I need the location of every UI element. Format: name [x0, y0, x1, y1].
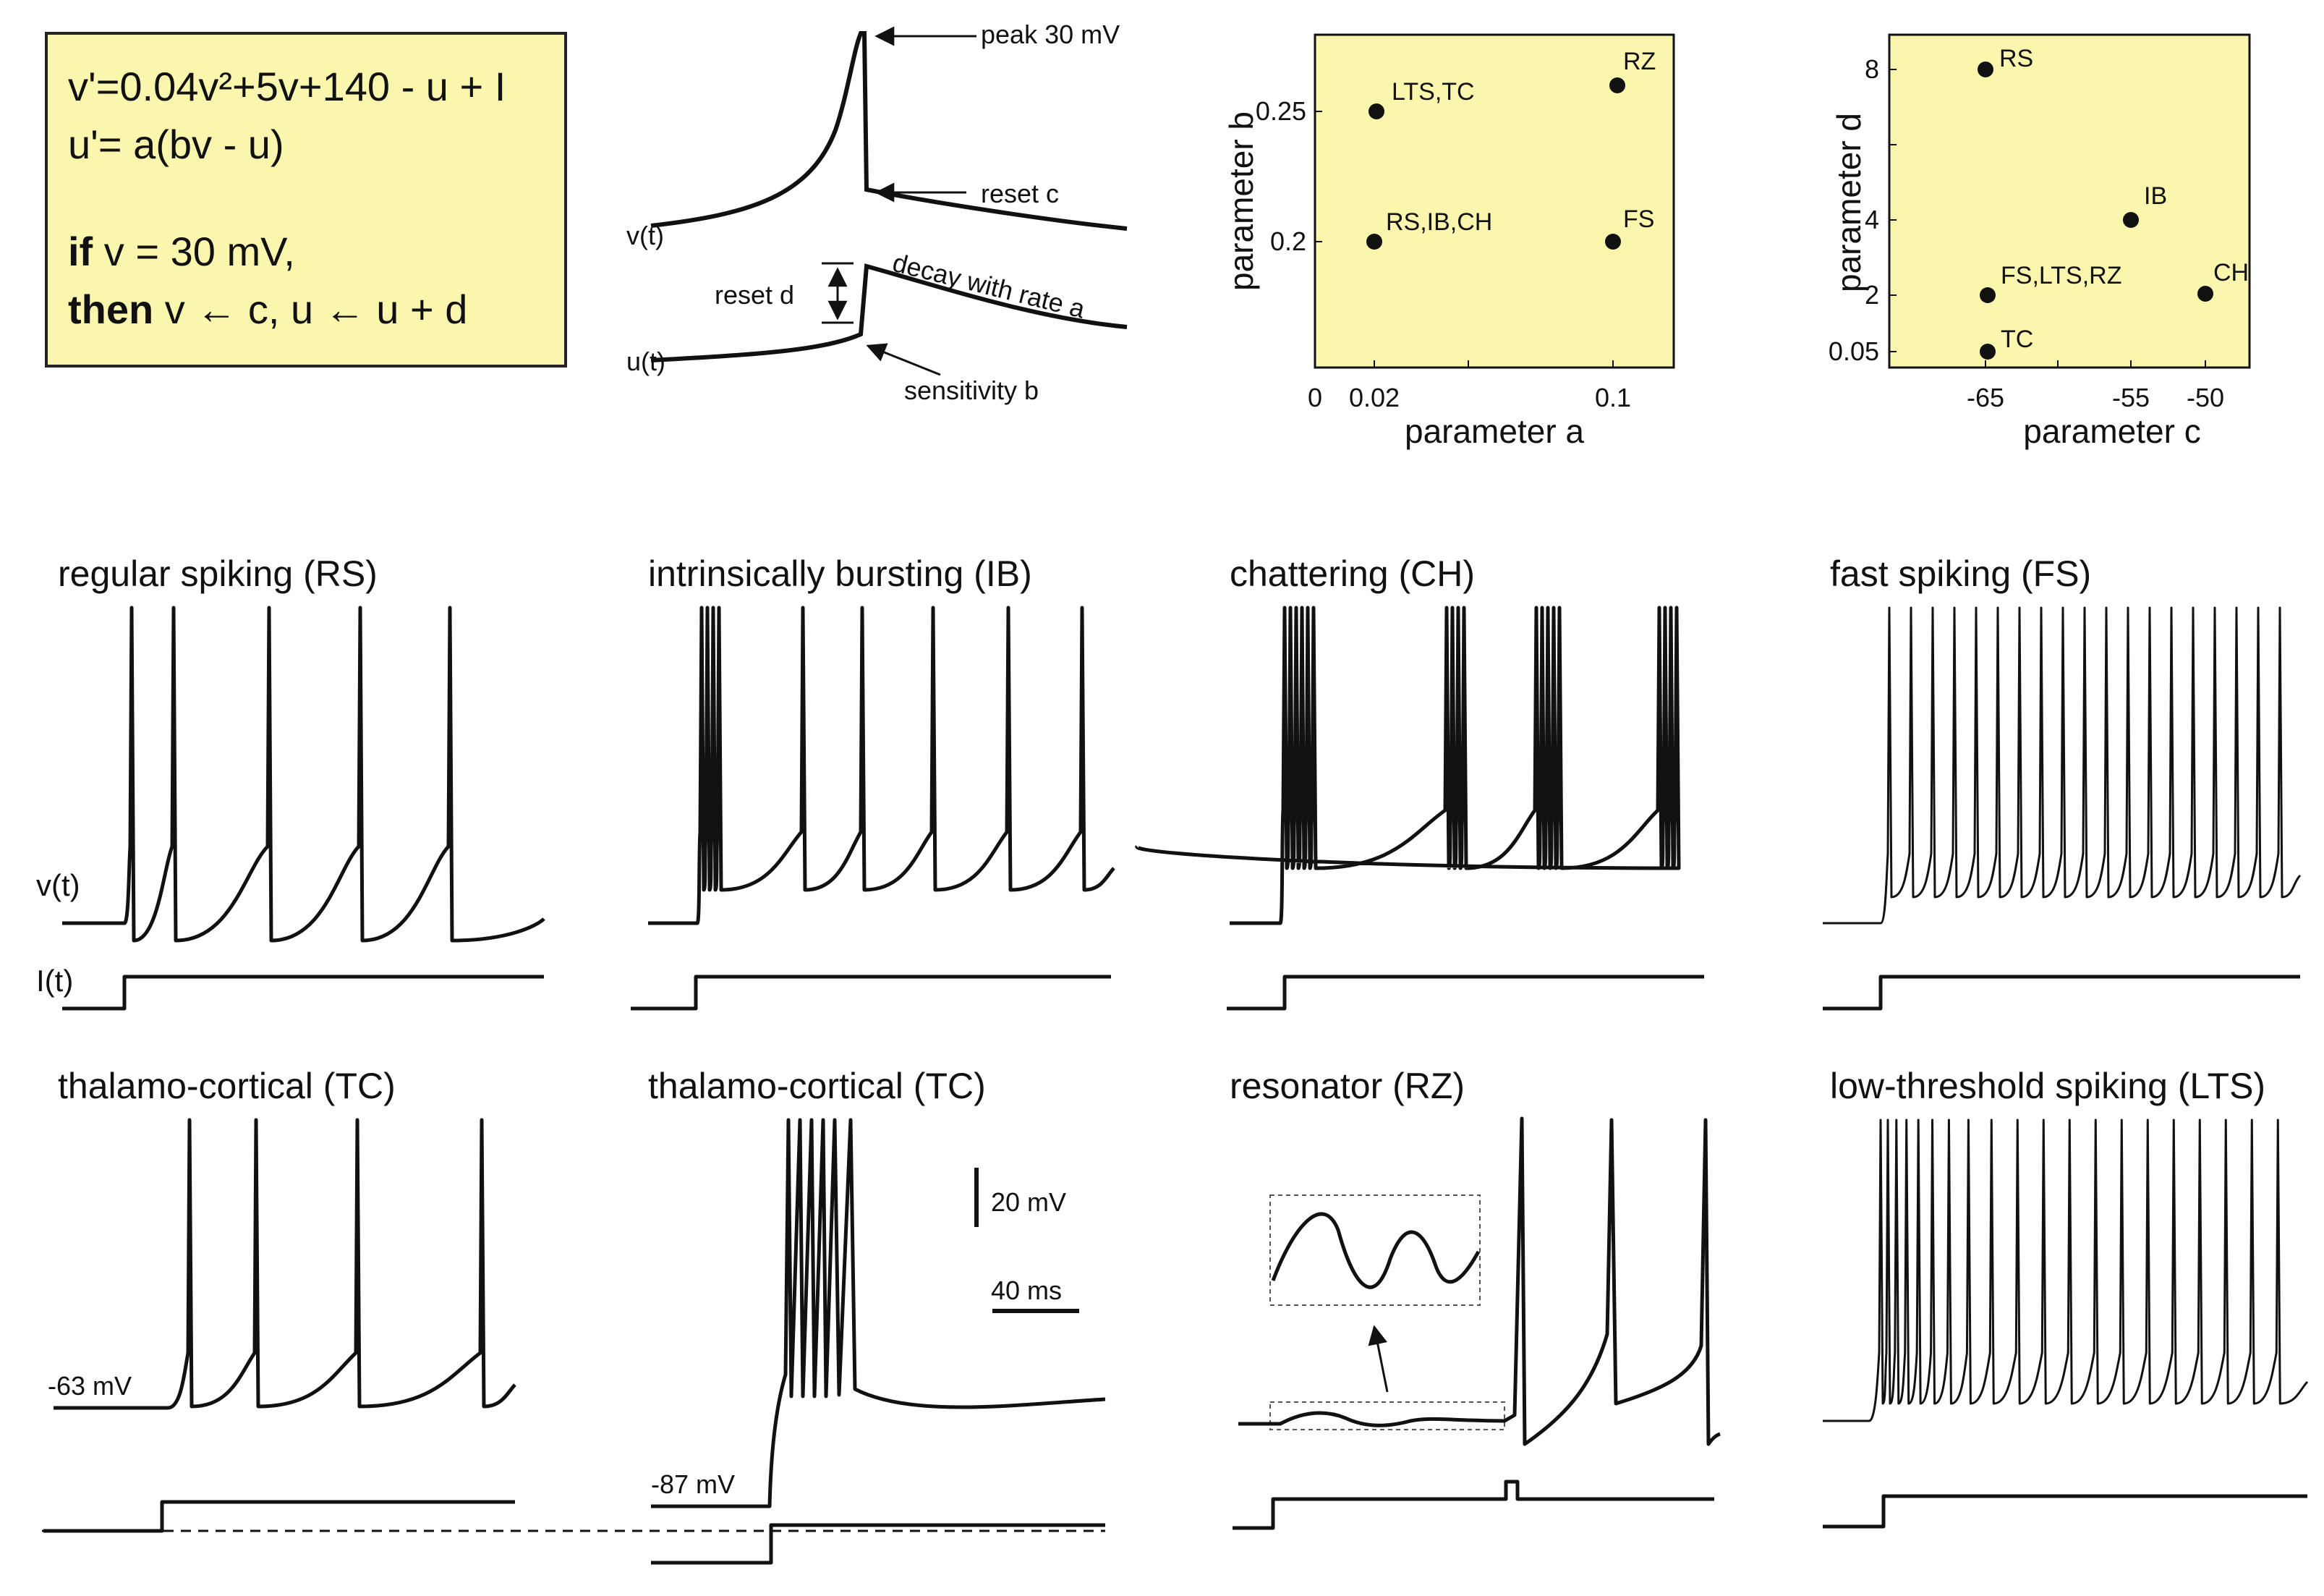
schematic-v-trace — [650, 31, 1128, 231]
equation-u: u'= a(bv - u) — [68, 122, 284, 167]
equation-v: v'=0.04v²+5v+140 - u + I — [68, 64, 506, 109]
chart-c-d-ytick-3: 8 — [1865, 54, 1879, 84]
chart-a-b-xtick-0: 0 — [1308, 383, 1322, 412]
chart-a-b-point-lts-tc — [1369, 103, 1384, 119]
chart-a-b-point-fs — [1605, 234, 1621, 250]
chart-c-d-xlabel: parameter c — [2023, 412, 2200, 450]
panel-title-ib: intrinsically bursting (IB) — [648, 553, 1032, 594]
panel-title-tc-1: thalamo-cortical (TC) — [58, 1066, 396, 1106]
trace-ib-i — [631, 975, 1111, 1011]
chart-c-d-label-ib: IB — [2144, 182, 2167, 210]
schematic-u-label: u(t) — [626, 347, 665, 376]
trace-fs-i — [1823, 975, 2300, 1011]
chart-c-d-xtick-1: -55 — [2112, 383, 2150, 412]
resonator-inset-trace — [1271, 1212, 1481, 1289]
resonator-inset-box — [1269, 1194, 1481, 1306]
trace-rz-v — [1238, 1116, 1721, 1446]
chart-c-d-ytick-2: 4 — [1865, 205, 1879, 234]
label-63mv: -63 mV — [48, 1371, 132, 1401]
trace-ib-v — [648, 606, 1115, 925]
chart-a-b-label-rs-ib-ch: RS,IB,CH — [1386, 208, 1492, 236]
voltage-traces — [43, 606, 2309, 1565]
it-label: I(t) — [36, 964, 73, 998]
chart-c-d-point-ch — [2197, 286, 2213, 302]
trace-tc2-i — [651, 1523, 1105, 1565]
reset-rule-text: v ← c, u ← u + d — [153, 286, 468, 332]
chart-c-d-ytick-1: 2 — [1865, 280, 1879, 310]
trace-rs-i — [62, 975, 544, 1011]
trace-rz-i — [1233, 1480, 1714, 1530]
chart-c-d-point-ib — [2123, 212, 2139, 228]
panel-title-lts: low-threshold spiking (LTS) — [1830, 1066, 2265, 1106]
trace-tc2-v — [651, 1118, 1106, 1508]
chart-a-b-xtick-1: 0.02 — [1349, 383, 1400, 412]
chart-a-b-point-rs-ib-ch — [1366, 234, 1382, 250]
resonator-zoom-region — [1269, 1401, 1505, 1430]
panel-title-rz: resonator (RZ) — [1230, 1066, 1465, 1106]
reset-d-label: reset d — [715, 280, 794, 310]
chart-a-b: 0 0.02 0.1 0.2 0.25 parameter a paramete… — [1222, 33, 1675, 450]
chart-c-d-point-tc — [1980, 344, 1996, 360]
chart-a-b-label-lts-tc: LTS,TC — [1392, 78, 1475, 106]
decay-label: decay with rate a — [890, 247, 1089, 324]
chart-c-d: -65 -55 -50 0.05 2 4 8 parameter c param… — [1829, 33, 2251, 450]
vt-label: v(t) — [36, 868, 80, 902]
chart-a-b-xlabel: parameter a — [1405, 412, 1584, 450]
chart-c-d-ylabel: parameter d — [1830, 113, 1868, 292]
trace-lts-v — [1823, 1119, 2309, 1422]
chart-c-d-xtick-0: -65 — [1967, 383, 2004, 412]
reset-c-label: reset c — [981, 179, 1059, 208]
chart-a-b-ytick-1: 0.25 — [1256, 96, 1306, 126]
chart-a-b-ylabel: parameter b — [1222, 111, 1260, 291]
trace-fs-v — [1823, 606, 2302, 925]
resonator-inset-arrow — [1368, 1325, 1389, 1393]
panel-title-tc-2: thalamo-cortical (TC) — [648, 1066, 986, 1106]
chart-a-b-label-rz: RZ — [1623, 48, 1656, 75]
trace-ch-i — [1227, 975, 1704, 1011]
keyword-then: then — [68, 286, 154, 332]
equation-if: if v = 30 mV, — [68, 232, 295, 272]
trace-lts-i — [1823, 1494, 2307, 1529]
sensitivity-arrow — [866, 343, 941, 376]
chart-c-d-label-ch: CH — [2213, 259, 2249, 286]
schematic: peak 30 mV reset c v(t) u(t) reset d dec… — [626, 20, 1128, 405]
chart-c-d-point-fs-lts-rz — [1980, 287, 1996, 303]
chart-c-d-label-fs-lts-rz: FS,LTS,RZ — [2001, 262, 2122, 289]
condition-text: v = 30 mV, — [93, 229, 295, 274]
schematic-u-trace — [650, 263, 1128, 362]
chart-c-d-ytick-0: 0.05 — [1829, 336, 1879, 366]
trace-rs-v — [62, 606, 545, 943]
keyword-if: if — [68, 229, 93, 274]
trace-tc1-v — [54, 1118, 516, 1410]
chart-c-d-label-tc: TC — [2001, 326, 2033, 353]
chart-c-d-label-rs: RS — [1999, 45, 2033, 72]
chart-a-b-ytick-0: 0.2 — [1270, 226, 1306, 256]
chart-c-d-plot-area — [1888, 33, 2251, 369]
chart-a-b-label-fs: FS — [1623, 205, 1654, 233]
label-87mv: -87 mV — [651, 1469, 735, 1499]
panel-title-rs: regular spiking (RS) — [58, 553, 378, 594]
equation-then: then v ← c, u ← u + d — [68, 289, 467, 330]
chart-a-b-xtick-2: 0.1 — [1595, 383, 1631, 412]
chart-c-d-point-rs — [1978, 61, 1993, 77]
equation-box: v'=0.04v²+5v+140 - u + I u'= a(bv - u) i… — [45, 32, 567, 368]
panel-title-fs: fast spiking (FS) — [1830, 553, 2091, 594]
chart-a-b-point-rz — [1609, 77, 1625, 93]
sensitivity-label: sensitivity b — [904, 375, 1039, 405]
scale-bar-ms-label: 40 ms — [991, 1275, 1062, 1305]
schematic-v-label: v(t) — [626, 221, 664, 250]
panel-title-ch: chattering (CH) — [1230, 553, 1475, 594]
peak-label: peak 30 mV — [981, 20, 1120, 49]
trace-tc1-i — [43, 1500, 515, 1533]
scale-bar-mv-label: 20 mV — [991, 1187, 1066, 1217]
trace-ch-v — [1135, 606, 1681, 925]
chart-c-d-xtick-2: -50 — [2187, 383, 2224, 412]
